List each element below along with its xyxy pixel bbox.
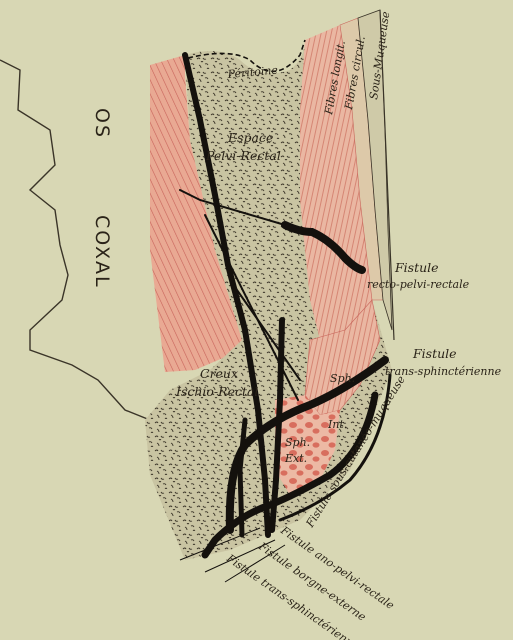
os-coxal-outline (0, 60, 150, 420)
label-sph: Sph. (330, 372, 355, 385)
label-fistule-rpr-1: Fistule (394, 260, 439, 275)
label-sph-ext-1: Sph. (285, 436, 310, 449)
label-fistule-ts-2: trans-sphinctérienne (385, 365, 502, 378)
label-pelvi-rectal: Pelvi-Rectal (205, 148, 281, 163)
label-coxal: COXAL (91, 215, 113, 289)
label-sph-ext-2: Ext. (284, 452, 307, 465)
label-int: Int. (327, 418, 347, 431)
label-ischio-rectal: Ischio-Rectal (175, 384, 258, 399)
label-fistule-ts-1: Fistule (412, 346, 457, 361)
label-espace: Espace (227, 130, 273, 145)
label-fistule-rpr-2: recto-pelvi-rectale (367, 278, 470, 291)
label-creux: Creux (200, 366, 238, 381)
label-os: OS (91, 108, 113, 139)
